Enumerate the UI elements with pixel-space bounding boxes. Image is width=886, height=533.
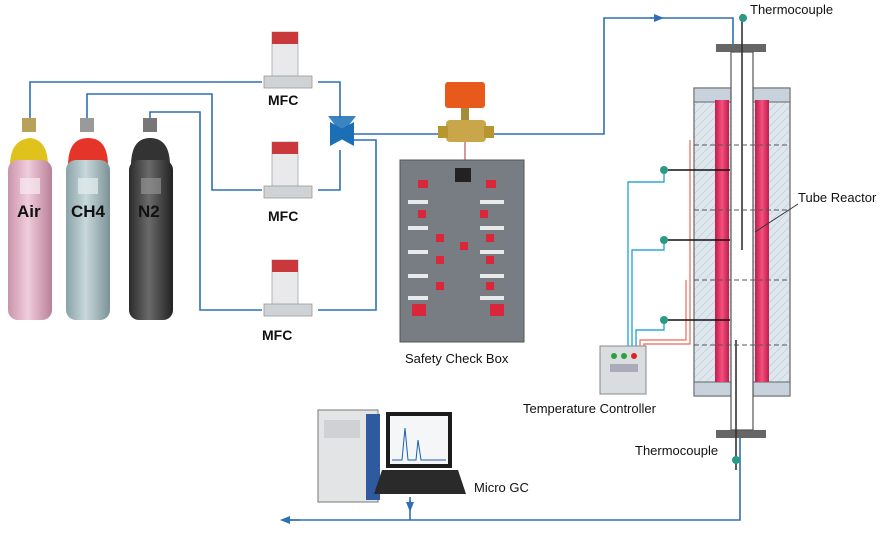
cylinder-label-air: Air [17,202,41,221]
mfc-top: MFC [263,31,313,108]
tube-reactor-label: Tube Reactor [798,190,877,205]
safety-check-box-label: Safety Check Box [405,351,509,366]
temperature-controller-label: Temperature Controller [523,401,657,416]
micro-gc: Micro GC [317,409,529,503]
temperature-controller: Temperature Controller [523,345,657,416]
thermocouple-top-label: Thermocouple [750,2,833,17]
gas-cylinder-air: Air [8,118,52,320]
thermocouple-leads [627,140,691,346]
mfc-top-label: MFC [268,92,298,108]
mfc-bottom-label: MFC [262,327,292,343]
tube-reactor: Tube Reactor Thermocouple Thermocouple [635,2,877,470]
cylinder-label-ch4: CH4 [71,202,106,221]
three-way-valve [328,116,356,146]
gas-cylinder-n2: N2 [129,118,173,320]
safety-check-box: Safety Check Box [399,159,525,366]
actuated-ball-valve [438,82,494,164]
mfc-middle-label: MFC [268,208,298,224]
gas-lines [29,14,741,524]
thermocouple-bottom-label: Thermocouple [635,443,718,458]
mfc-bottom: MFC [262,259,313,343]
gas-cylinder-ch4: CH4 [66,118,110,320]
cylinder-label-n2: N2 [138,202,160,221]
micro-gc-label: Micro GC [474,480,529,495]
mfc-middle: MFC [263,141,313,224]
